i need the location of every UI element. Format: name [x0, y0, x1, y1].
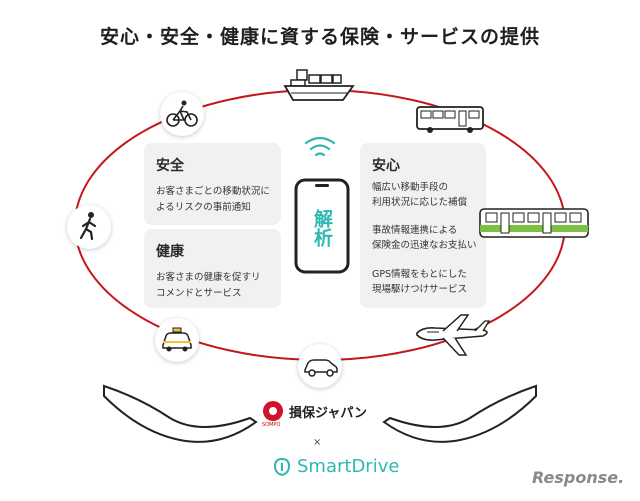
safety-title: 安全: [156, 158, 184, 174]
left-hand-icon: [103, 384, 258, 443]
airplane-icon: [416, 314, 491, 356]
relief-line-2: 利用状況に応じた補償: [372, 197, 468, 208]
health-box: 健康 お客さまの健康を促すリ コメンドとサービス: [144, 229, 281, 308]
safety-box: 安全 お客さまごとの移動状況に よるリスクの事前通知: [144, 143, 281, 225]
analysis-label: 解析: [294, 200, 350, 256]
response-watermark: Response.: [532, 468, 625, 487]
health-line-2: コメンドとサービス: [156, 288, 242, 299]
bicycle-circle: [160, 92, 204, 136]
right-hand-icon: [382, 384, 537, 443]
wifi-signal-icon: [304, 136, 336, 157]
car-circle: [298, 344, 342, 388]
car-icon: [304, 359, 338, 377]
safety-line-2: よるリスクの事前通知: [156, 202, 251, 213]
relief-line-3: 事故情報連携による: [372, 225, 458, 236]
health-line-1: お客さまの健康を促すリ: [156, 272, 261, 283]
bus-icon: [416, 106, 484, 133]
relief-line-1: 幅広い移動手段の: [372, 182, 449, 193]
safety-line-1: お客さまごとの移動状況に: [156, 186, 270, 197]
relief-line-4: 保険金の迅速なお支払い: [372, 240, 477, 251]
relief-line-5: GPS情報をもとにした: [372, 269, 467, 280]
ship-icon: [283, 69, 355, 101]
relief-box: 安心 幅広い移動手段の 利用状況に応じた補償 事故情報連携による 保険金の迅速な…: [360, 143, 486, 308]
relief-line-6: 現場駆けつけサービス: [372, 284, 468, 295]
smartdrive-logo: SmartDrive: [297, 456, 400, 477]
walking-circle: [67, 205, 111, 249]
page-title: 安心・安全・健康に資する保険・サービスの提供: [99, 26, 540, 48]
walking-person-icon: [79, 212, 97, 241]
sompo-japan-logo: 損保ジャパン: [289, 406, 368, 421]
taxi-circle: [155, 318, 199, 362]
smartdrive-logo-icon: [273, 458, 291, 476]
times-symbol: ×: [313, 437, 322, 448]
phone-analysis: 解析: [294, 178, 350, 274]
smartphone-icon: [294, 178, 350, 274]
bicycle-icon: [166, 100, 198, 127]
analysis-label-text: 解析: [311, 209, 333, 247]
taxi-icon: [162, 327, 192, 352]
sompo-sub-label: SOMPO: [262, 422, 281, 428]
train-icon: [479, 208, 589, 238]
sompo-logo-icon: [263, 401, 283, 421]
relief-title: 安心: [372, 158, 400, 174]
health-title: 健康: [156, 244, 184, 260]
